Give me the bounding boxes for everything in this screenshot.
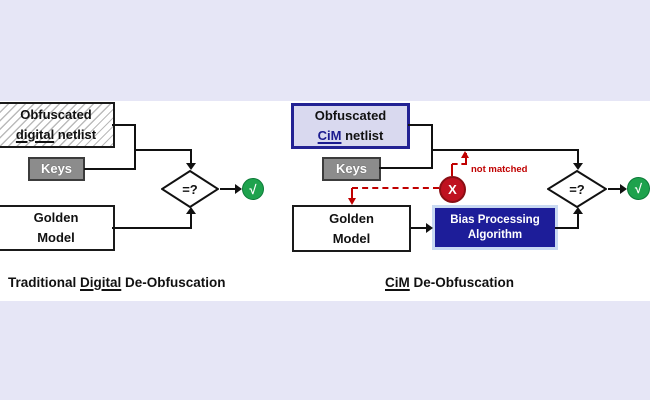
arrowhead-up-icon xyxy=(186,207,196,214)
caption-post: De-Obfuscation xyxy=(121,275,226,290)
diamond-shape xyxy=(547,170,607,208)
red-dashed-feedback-drop xyxy=(351,188,353,198)
golden-line1: Golden xyxy=(329,210,374,226)
red-dashed-feedback-line xyxy=(352,187,439,189)
connector-diamond-bottom-right xyxy=(577,214,579,229)
connector-vertical-left xyxy=(134,124,136,170)
connector-golden-exit-left xyxy=(112,227,192,229)
red-dashed-arrow-segment xyxy=(465,153,467,164)
bias-line1: Bias Processing xyxy=(450,213,540,226)
netlist-line2: digital netlist xyxy=(16,125,96,145)
x-icon: X xyxy=(448,182,457,197)
caption-emph: Digital xyxy=(80,275,122,290)
golden-model-box-left: Golden Model xyxy=(0,205,115,251)
connector-netlist-exit-left xyxy=(112,124,136,126)
diamond-shape xyxy=(161,170,219,208)
red-dashed-connector xyxy=(451,164,453,176)
connector-to-check-left xyxy=(220,188,236,190)
netlist-rest: netlist xyxy=(54,127,97,142)
keys-label: Keys xyxy=(40,161,73,176)
diamond-label: =? xyxy=(569,181,585,197)
check-circle-right: √ xyxy=(627,177,650,200)
x-circle: X xyxy=(439,176,466,203)
netlist-line1: Obfuscated xyxy=(314,108,387,123)
netlist-rest: netlist xyxy=(341,128,384,143)
caption-post: De-Obfuscation xyxy=(409,275,515,290)
connector-vertical-right xyxy=(431,124,433,169)
bottom-band xyxy=(0,301,650,400)
golden-line1: Golden xyxy=(33,210,79,225)
netlist-emph: CiM xyxy=(317,128,342,143)
caption-pre: Traditional xyxy=(8,275,81,290)
red-arrowhead-up-icon xyxy=(461,151,469,158)
equals-diamond-left: =? xyxy=(161,170,219,208)
red-dashed-connector xyxy=(452,163,467,165)
connector-netlist-exit-right xyxy=(408,124,433,126)
check-icon: √ xyxy=(249,181,257,197)
golden-model-box-right: Golden Model xyxy=(292,205,411,252)
not-matched-label: not matched xyxy=(471,164,528,175)
connector-branch-left xyxy=(134,149,192,151)
connector-bias-exit xyxy=(555,227,579,229)
arrowhead-right-icon xyxy=(426,223,433,233)
obfuscated-digital-netlist-box: Obfuscated digital netlist xyxy=(0,102,115,148)
golden-line2: Model xyxy=(332,230,371,246)
check-circle-left: √ xyxy=(242,178,264,200)
connector-diamond-in-right xyxy=(577,149,579,164)
connector-long-right xyxy=(431,149,579,151)
netlist-line1: Obfuscated xyxy=(20,107,92,122)
golden-line2: Model xyxy=(37,230,75,245)
netlist-line2: CiM netlist xyxy=(318,126,384,146)
obfuscated-cim-netlist-box: Obfuscated CiM netlist xyxy=(291,103,410,149)
connector-diamond-in-left xyxy=(190,149,192,164)
arrowhead-down-icon xyxy=(573,163,583,170)
caption-left: Traditional Digital De-Obfuscation xyxy=(8,275,226,291)
keys-label: Keys xyxy=(335,161,368,176)
netlist-emph: digital xyxy=(15,127,55,142)
connector-keys-left xyxy=(84,168,136,170)
arrowhead-down-icon xyxy=(186,163,196,170)
diamond-label: =? xyxy=(182,181,198,197)
arrowhead-right-icon xyxy=(235,184,242,194)
connector-diamond-bottom-left xyxy=(190,214,192,229)
bias-line2: Algorithm xyxy=(467,228,523,241)
caption-emph: CiM xyxy=(385,275,410,290)
connector-keys-right xyxy=(379,167,431,169)
bias-processing-algorithm-box: Bias Processing Algorithm xyxy=(435,208,555,247)
connector-to-check-right xyxy=(608,188,621,190)
keys-box-left: Keys xyxy=(28,157,85,181)
caption-right: CiM De-Obfuscation xyxy=(385,275,514,291)
keys-box-right: Keys xyxy=(322,157,381,181)
equals-diamond-right: =? xyxy=(547,170,607,208)
arrowhead-up-icon xyxy=(573,207,583,214)
red-arrowhead-down-icon xyxy=(348,198,356,205)
arrowhead-right-icon xyxy=(620,184,627,194)
top-band xyxy=(0,0,650,101)
check-icon: √ xyxy=(634,181,643,196)
connector-golden-to-bias xyxy=(411,227,427,229)
